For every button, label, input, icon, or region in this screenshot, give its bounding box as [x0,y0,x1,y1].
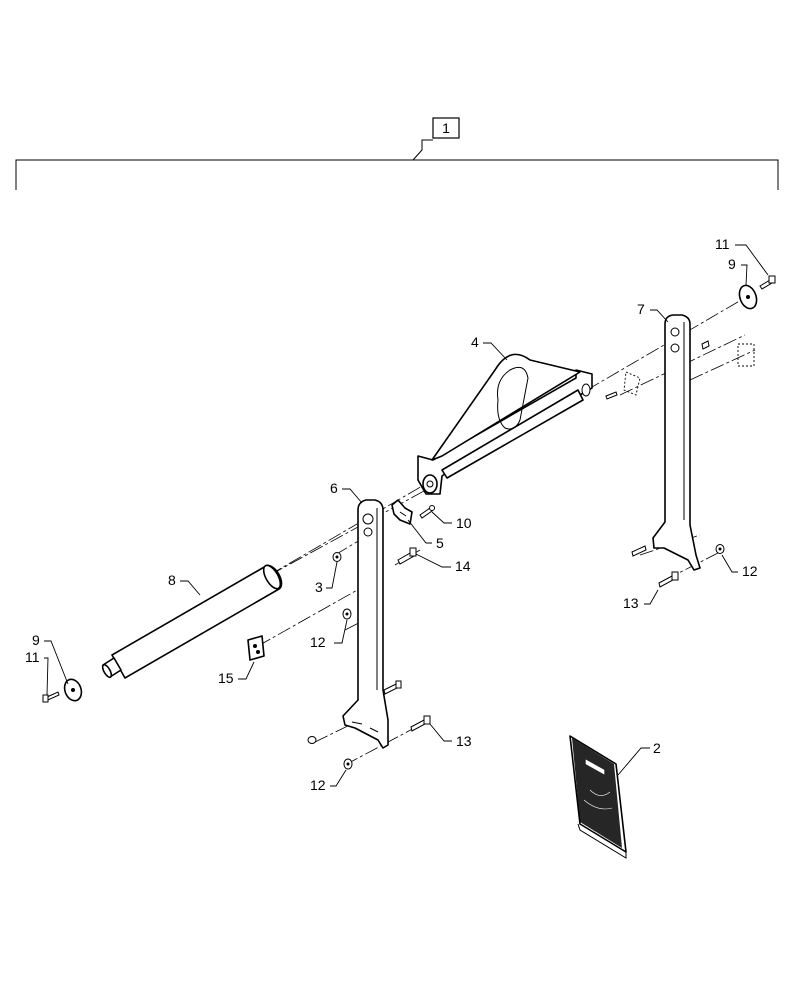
bolt-ghost-right-bracket [631,545,647,557]
callout-11-right: 11 [715,236,730,252]
bolt-right-part-13 [658,571,679,588]
support-bracket-left-part-6 [342,499,389,749]
bolt-ghost-left-bracket [383,683,398,695]
plate-part-15 [247,635,265,661]
bolt-part-14 [397,547,417,565]
nut-bottom-part-12 [343,758,353,770]
washer-right-part-9 [738,284,758,310]
callout-5: 5 [436,535,444,551]
ghost-nut-right [701,340,710,350]
callout-9-right: 9 [728,256,736,272]
callout-10: 10 [456,515,472,531]
callout-6: 6 [330,480,338,496]
lift-bracket-part-4 [417,353,593,495]
leader-lines [44,244,769,787]
bolt-left-part-11 [42,691,60,703]
ghost-bolt-right [605,391,618,400]
callout-7: 7 [637,301,645,317]
nut-ghost-bottom-left [307,736,317,744]
shaft-part-8 [101,564,283,679]
callout-13-left: 13 [456,733,472,749]
ghost-plate-right [737,343,755,367]
bolt-head-ghost-left-bracket [395,680,402,689]
center-lines [109,291,756,766]
callout-4: 4 [471,334,479,350]
callout-15: 15 [218,670,234,686]
callout-3: 3 [315,579,323,595]
nut-mid-left-part-12 [342,608,352,620]
callout-12-right: 12 [742,563,758,579]
callout-12-mid: 12 [310,634,326,650]
washer-left-part-9 [63,678,83,702]
pin-part-10 [419,505,435,519]
callout-8: 8 [168,572,176,588]
support-bracket-right-part-7 [652,314,701,571]
callout-labels: 2 3 4 5 6 7 8 9 9 10 11 11 12 12 12 13 1… [25,236,758,793]
bolt-left-part-13 [410,715,431,732]
nut-right-part-12 [715,544,725,554]
assembly-bracket: 1 [15,117,779,190]
bolt-right-part-11 [759,275,776,290]
callout-11-left: 11 [25,649,40,665]
manual-part-2 [569,735,627,859]
callout-14: 14 [455,558,471,574]
callout-9-left: 9 [32,632,40,648]
callout-1: 1 [442,120,450,136]
ghost-clip-right [623,371,641,396]
assembly-callout-box [432,117,460,139]
callout-2: 2 [653,740,661,756]
callout-12-bottom: 12 [310,777,326,793]
nut-part-3 [332,552,342,562]
clip-part-5 [391,499,413,525]
callout-13-right: 13 [623,595,639,611]
